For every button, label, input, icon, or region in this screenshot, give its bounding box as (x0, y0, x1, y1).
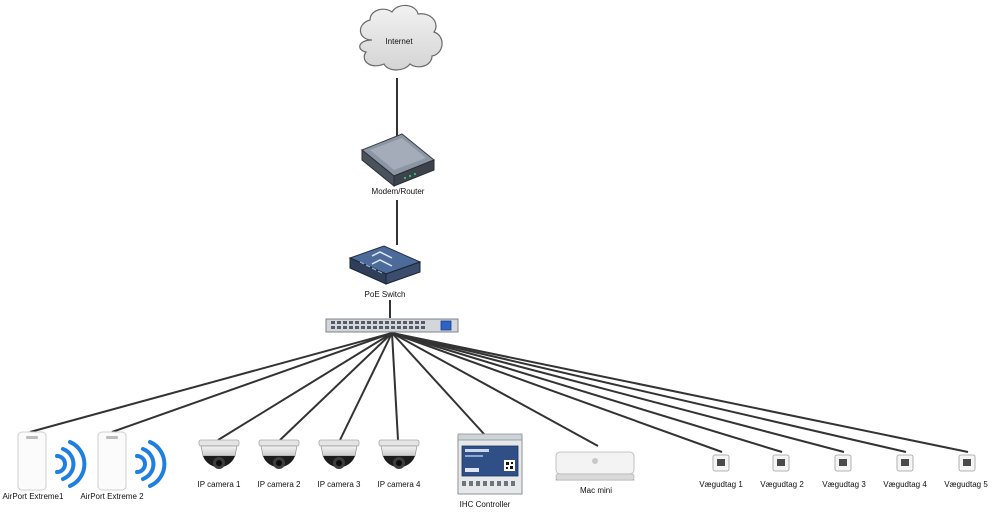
ip-camera-4-icon[interactable] (378, 439, 420, 469)
mac-label: Mac mini (579, 486, 613, 495)
airport1-label: AirPort Extreme1 (2, 492, 64, 501)
ihc-controller-icon[interactable] (457, 433, 523, 495)
wall-outlet-5-icon[interactable] (958, 454, 976, 472)
cable-wall5 (391, 332, 969, 453)
internet-label: Internet (385, 37, 413, 46)
poe-switch-icon[interactable] (348, 245, 422, 285)
modem-router-icon[interactable] (361, 133, 435, 188)
ihc-label: IHC Controller (459, 500, 511, 509)
cam3-label: IP camera 3 (317, 480, 361, 489)
cable-airport1 (29, 332, 393, 433)
cable-wall3 (391, 332, 845, 453)
cable-ihc (391, 332, 485, 435)
mac-mini-icon[interactable] (555, 451, 635, 481)
cable-cam3 (339, 332, 393, 441)
patch-panel-ports (331, 321, 425, 329)
router-label: Modem/Router (371, 187, 425, 196)
wall-outlet-1-icon[interactable] (712, 454, 730, 472)
airport2-label: AirPort Extreme 2 (80, 492, 144, 501)
wifi-icon (55, 440, 87, 488)
wall2-label: Vægudtag 2 (760, 480, 804, 489)
cable-cam2 (279, 332, 393, 441)
wall5-label: Vægudtag 5 (944, 480, 988, 489)
cam2-label: IP camera 2 (257, 480, 301, 489)
ip-camera-3-icon[interactable] (318, 439, 360, 469)
airport-extreme-1-icon[interactable] (17, 431, 47, 491)
ip-camera-1-icon[interactable] (198, 439, 240, 469)
wifi-icon (135, 440, 167, 488)
cable-wall4 (391, 332, 907, 453)
cable-wall1 (391, 332, 723, 453)
wall-outlet-4-icon[interactable] (896, 454, 914, 472)
patch-panel-icon[interactable] (325, 318, 459, 333)
wall3-label: Vægudtag 3 (822, 480, 866, 489)
wall-outlet-2-icon[interactable] (772, 454, 790, 472)
fanout-cables (29, 332, 969, 453)
wall1-label: Vægudtag 1 (699, 480, 743, 489)
ip-camera-2-icon[interactable] (258, 439, 300, 469)
switch-label: PoE Switch (364, 290, 406, 299)
cam4-label: IP camera 4 (377, 480, 421, 489)
wall-outlet-3-icon[interactable] (834, 454, 852, 472)
cable-mac (391, 332, 599, 447)
cam1-label: IP camera 1 (197, 480, 241, 489)
airport-extreme-2-icon[interactable] (97, 431, 127, 491)
internet-cloud-icon[interactable] (359, 4, 443, 71)
cable-cam4 (391, 332, 399, 441)
cable-wall2 (391, 332, 783, 453)
wall4-label: Vægudtag 4 (883, 480, 927, 489)
cable-airport2 (111, 332, 393, 433)
cable-cam1 (217, 332, 393, 441)
